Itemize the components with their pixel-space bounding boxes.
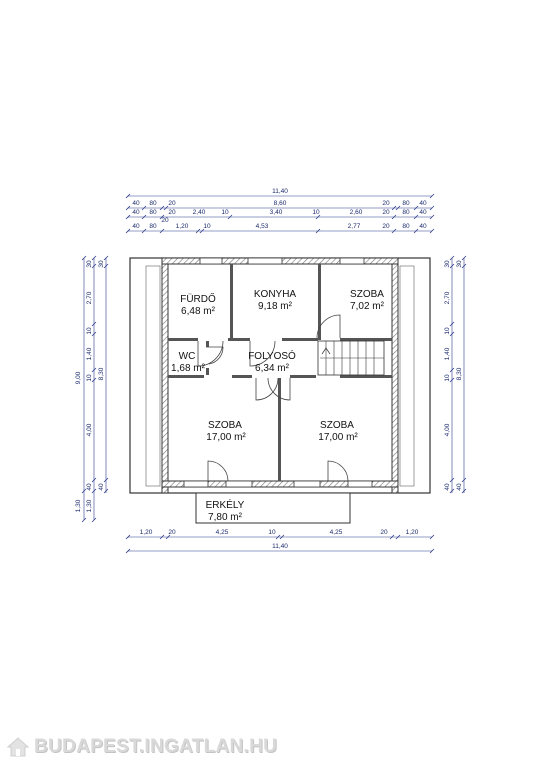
dim-right-mid-1: 8,30 — [456, 367, 463, 380]
dim-bottom-2: 4,25 — [216, 529, 229, 536]
dim-row4-2: 1,20 — [176, 223, 189, 230]
dim-left-mid-1: 8,30 — [98, 367, 105, 380]
dim-row2-1: 80 — [149, 200, 157, 207]
dim-right-inner-2: 10 — [444, 327, 451, 335]
dim-row4-8: 40 — [419, 223, 427, 230]
dim-left-inner-6: 40 — [86, 483, 93, 491]
dim-row4-0: 40 — [132, 223, 140, 230]
dim-right-mid-2: 40 — [456, 483, 463, 491]
dim-right-inner-3: 1,40 — [444, 347, 451, 360]
room-szoba-small-name: SZOBA — [350, 289, 384, 300]
dim-right-mid-0: 30 — [456, 260, 463, 268]
dim-right-inner-1: 2,70 — [444, 291, 451, 304]
dim-left-inner-3: 1,40 — [86, 347, 93, 360]
dim-row4-3: 10 — [203, 223, 211, 230]
room-labels: FÜRDŐ 6,48 m² KONYHA 9,18 m² SZOBA 7,02 … — [171, 289, 385, 523]
dim-bottom-6: 1,20 — [406, 529, 419, 536]
staircase — [317, 340, 385, 376]
balcony — [195, 492, 351, 524]
watermark: BUDAPEST.INGATLAN.HU — [6, 733, 289, 761]
room-szoba-right-name: SZOBA — [320, 420, 354, 431]
dim-left-inner-2: 10 — [86, 327, 93, 335]
room-folyoso-name: FOLYOSÓ — [248, 349, 296, 362]
dim-row3-4: 10 — [221, 209, 229, 216]
room-szoba-left-name: SZOBA — [208, 420, 242, 431]
dim-row3-1: 80 — [149, 209, 157, 216]
dim-row2-6: 40 — [419, 200, 427, 207]
dim-row3-10: 40 — [419, 209, 427, 216]
room-furdo-area: 6,48 m² — [181, 306, 216, 317]
dim-row4-1: 80 — [149, 223, 157, 230]
dim-row4-7: 80 — [402, 223, 410, 230]
dim-row3-2: 20 — [168, 209, 176, 216]
dim-left-outer-1: 1,30 — [75, 499, 82, 512]
left-dimensions: 9,00 1,30 30 2,70 10 1,40 10 4,00 40 1,3… — [75, 255, 109, 523]
dim-row3-5: 3,40 — [270, 209, 283, 216]
dim-bottom-total: 11,40 — [272, 543, 288, 550]
room-konyha-area: 9,18 m² — [258, 301, 293, 312]
dim-row2-3: 8,60 — [274, 200, 287, 207]
dim-left-inner-4: 10 — [86, 374, 93, 382]
dim-bottom-3: 10 — [268, 529, 276, 536]
dim-bottom-4: 4,25 — [330, 529, 343, 536]
dim-row4-6: 20 — [382, 223, 390, 230]
dim-right-inner-0: 30 — [444, 260, 451, 268]
interior-walls — [168, 264, 392, 481]
dim-left-mid-2: 40 — [98, 483, 105, 491]
dim-bottom-5: 20 — [380, 529, 388, 536]
top-dimensions: 11,40 40 80 20 8,60 20 80 40 20 40 80 20… — [125, 188, 435, 234]
dim-left-outer-0: 9,00 — [75, 371, 82, 384]
room-erkely-name: ERKÉLY — [206, 498, 245, 511]
dim-row4-5: 2,77 — [348, 223, 361, 230]
room-erkely-area: 7,80 m² — [208, 512, 243, 523]
doors — [197, 314, 349, 482]
dim-row2-4: 20 — [382, 200, 390, 207]
dim-bottom-1: 20 — [168, 529, 176, 536]
dim-row3-9: 80 — [402, 209, 410, 216]
dim-row2-sub: 20 — [161, 217, 169, 224]
dim-row3-7: 2,60 — [350, 209, 363, 216]
dim-left-inner-1: 2,70 — [86, 291, 93, 304]
room-wc-name: WC — [179, 351, 196, 362]
dim-bottom-0: 1,20 — [140, 529, 153, 536]
dim-row2-5: 80 — [402, 200, 410, 207]
dim-right-inner-5: 4,00 — [444, 423, 451, 436]
room-konyha-name: KONYHA — [254, 289, 297, 300]
dim-row2-0: 40 — [132, 200, 140, 207]
room-szoba-left-area: 17,00 m² — [206, 432, 246, 443]
room-folyoso-area: 6,34 m² — [255, 363, 290, 374]
dim-left-inner-0: 30 — [86, 260, 93, 268]
watermark-text: BUDAPEST.INGATLAN.HU — [34, 736, 278, 757]
dim-right-inner-4: 10 — [444, 374, 451, 382]
dim-row3-8: 20 — [382, 209, 390, 216]
dim-left-mid-0: 30 — [98, 260, 105, 268]
dim-top-total: 11,40 — [272, 188, 288, 195]
room-szoba-small-area: 7,02 m² — [350, 301, 385, 312]
right-dimensions: 30 2,70 10 1,40 10 4,00 40 30 8,30 40 — [444, 255, 467, 494]
room-furdo-name: FÜRDŐ — [180, 291, 216, 305]
dim-row4-4: 4,53 — [256, 223, 269, 230]
room-wc-area: 1,68 m² — [171, 363, 206, 374]
dim-row2-2: 20 — [168, 200, 176, 207]
dim-row3-3: 2,40 — [193, 209, 206, 216]
dim-row3-0: 40 — [132, 209, 140, 216]
bottom-dimensions: 1,20 20 4,25 10 4,25 20 1,20 11,40 — [125, 529, 435, 554]
dim-row3-6: 10 — [312, 209, 320, 216]
room-szoba-right-area: 17,00 m² — [318, 432, 358, 443]
dim-left-inner-7: 1,30 — [86, 499, 93, 512]
dim-right-inner-6: 40 — [444, 483, 451, 491]
dim-left-inner-5: 4,00 — [86, 423, 93, 436]
house-logo-icon — [6, 737, 30, 757]
